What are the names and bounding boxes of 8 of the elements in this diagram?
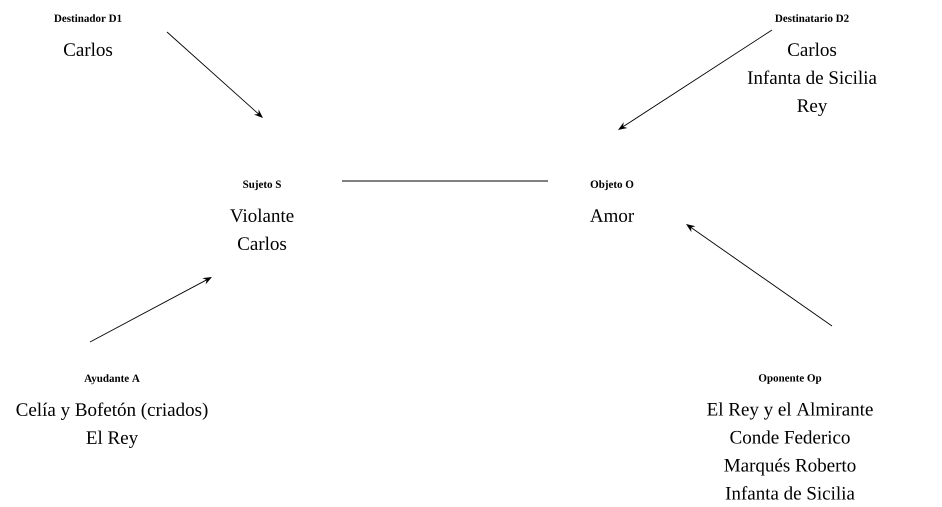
actant-label: Sujeto S Violante Carlos <box>230 180 294 250</box>
connecting-line <box>342 180 548 182</box>
actant-label: Ayudante A Celía y Bofetón (criados) El Rey <box>16 374 208 448</box>
actant-label: Destinador D1 Carlos <box>54 14 122 56</box>
actant-label: Oponente Op El Rey y el Almirante Conde Federico Marqués Roberto Infanta de Sicilia <box>707 374 873 500</box>
actant-label: Destinatario D2 Carlos Infanta de Sicilia Rey <box>748 14 877 116</box>
arrow <box>166 32 263 118</box>
actant-label: Objeto O Amor <box>590 180 634 222</box>
